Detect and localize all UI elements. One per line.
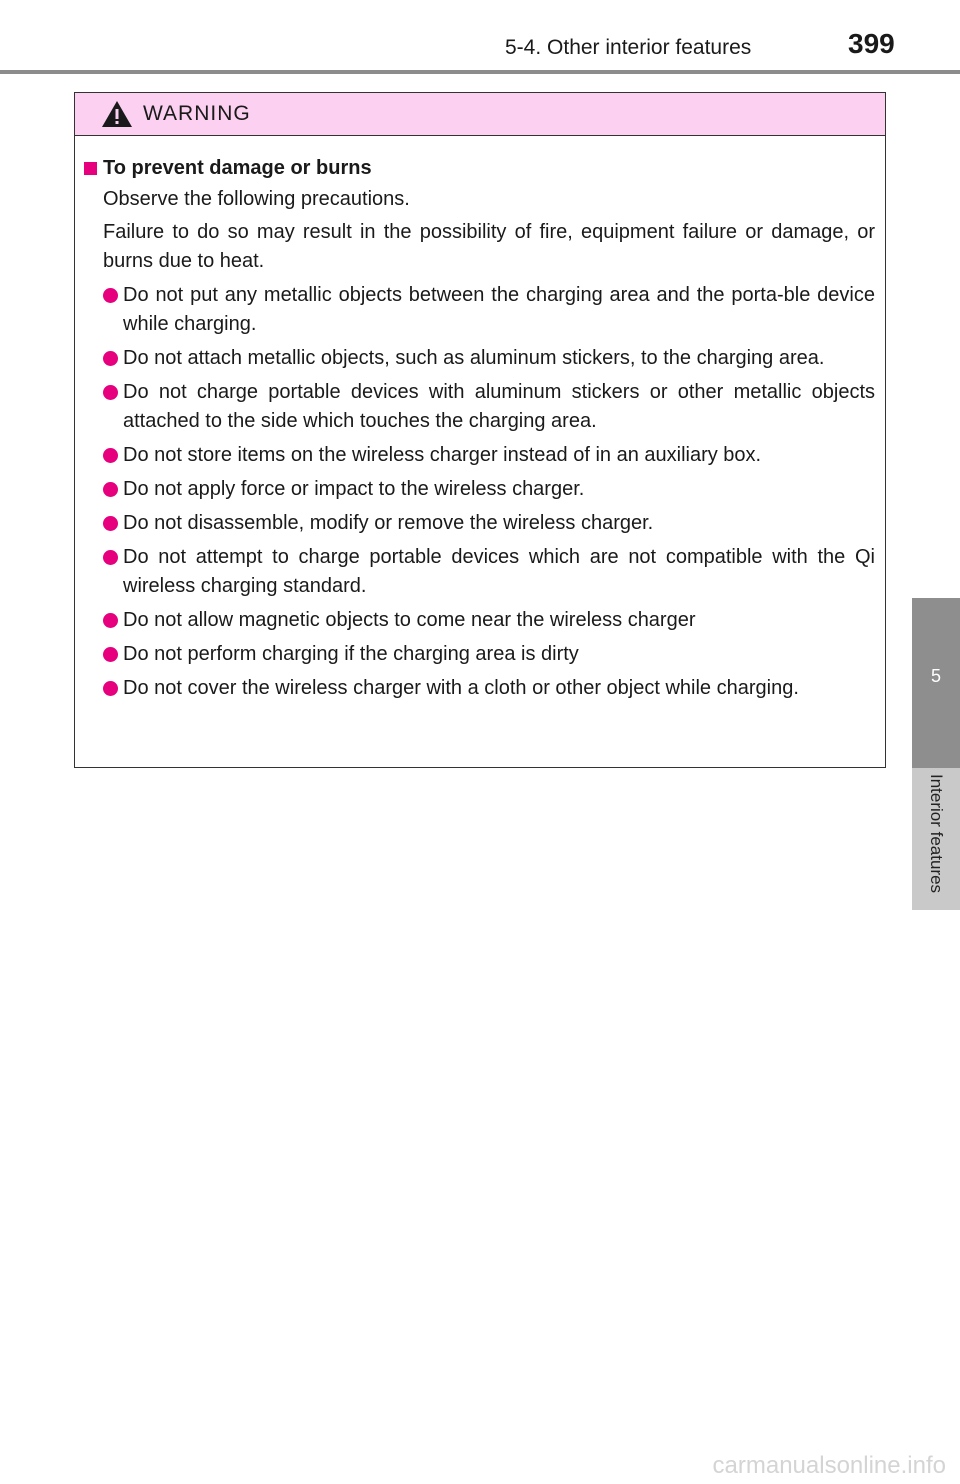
list-item: Do not attach metallic objects, such as …	[75, 344, 875, 373]
list-item-text: Do not store items on the wireless charg…	[123, 444, 762, 466]
section-title: 5-4. Other interior features	[505, 36, 752, 59]
list-item-text: Do not disassemble, modify or remove the…	[123, 512, 654, 534]
warning-intro: Observe the following precautions.	[103, 188, 410, 210]
warning-header: WARNING	[75, 93, 885, 136]
warning-triangle-icon	[101, 100, 133, 133]
list-item: Do not put any metallic objects between …	[75, 281, 875, 339]
warning-body: To prevent damage or burns Observe the f…	[75, 136, 885, 703]
warning-box: WARNING To prevent damage or burns Obser…	[74, 92, 886, 768]
chapter-tab-number-box: 5	[912, 598, 960, 768]
warning-section-heading: To prevent damage or burns	[75, 153, 875, 183]
square-bullet-icon	[84, 162, 97, 175]
round-bullet-icon	[103, 647, 118, 662]
round-bullet-icon	[103, 385, 118, 400]
list-item: Do not disassemble, modify or remove the…	[75, 509, 875, 538]
page-number: 399	[848, 28, 895, 59]
round-bullet-icon	[103, 351, 118, 366]
chapter-label: Interior features	[927, 774, 946, 894]
chapter-tab: 5 Interior features	[912, 598, 960, 910]
round-bullet-icon	[103, 550, 118, 565]
list-item-text: Do not perform charging if the charging …	[123, 643, 579, 665]
list-item-text: Do not charge portable devices with alum…	[123, 381, 875, 432]
header-rule	[0, 70, 960, 74]
watermark: carmanualsonline.info	[712, 1452, 946, 1479]
list-item: Do not attempt to charge portable device…	[75, 543, 875, 601]
list-item-text: Do not attach metallic objects, such as …	[123, 347, 825, 369]
list-item-text: Do not allow magnetic objects to come ne…	[123, 609, 696, 631]
list-item: Do not allow magnetic objects to come ne…	[75, 606, 875, 635]
round-bullet-icon	[103, 681, 118, 696]
round-bullet-icon	[103, 516, 118, 531]
list-item: Do not store items on the wireless charg…	[75, 441, 875, 470]
round-bullet-icon	[103, 613, 118, 628]
precaution-list: Do not put any metallic objects between …	[75, 281, 875, 703]
list-item: Do not perform charging if the charging …	[75, 640, 875, 669]
list-item: Do not cover the wireless charger with a…	[75, 674, 875, 703]
warning-consequence: Failure to do so may result in the possi…	[103, 221, 875, 272]
list-item-text: Do not attempt to charge portable device…	[123, 546, 875, 597]
warning-section-title: To prevent damage or burns	[103, 157, 372, 179]
list-item: Do not charge portable devices with alum…	[75, 378, 875, 436]
chapter-number: 5	[930, 666, 941, 686]
list-item: Do not apply force or impact to the wire…	[75, 475, 875, 504]
list-item-text: Do not put any metallic objects between …	[123, 284, 875, 335]
round-bullet-icon	[103, 482, 118, 497]
list-item-text: Do not apply force or impact to the wire…	[123, 478, 585, 500]
round-bullet-icon	[103, 288, 118, 303]
list-item-text: Do not cover the wireless charger with a…	[123, 677, 799, 699]
round-bullet-icon	[103, 448, 118, 463]
warning-title: WARNING	[143, 102, 251, 125]
